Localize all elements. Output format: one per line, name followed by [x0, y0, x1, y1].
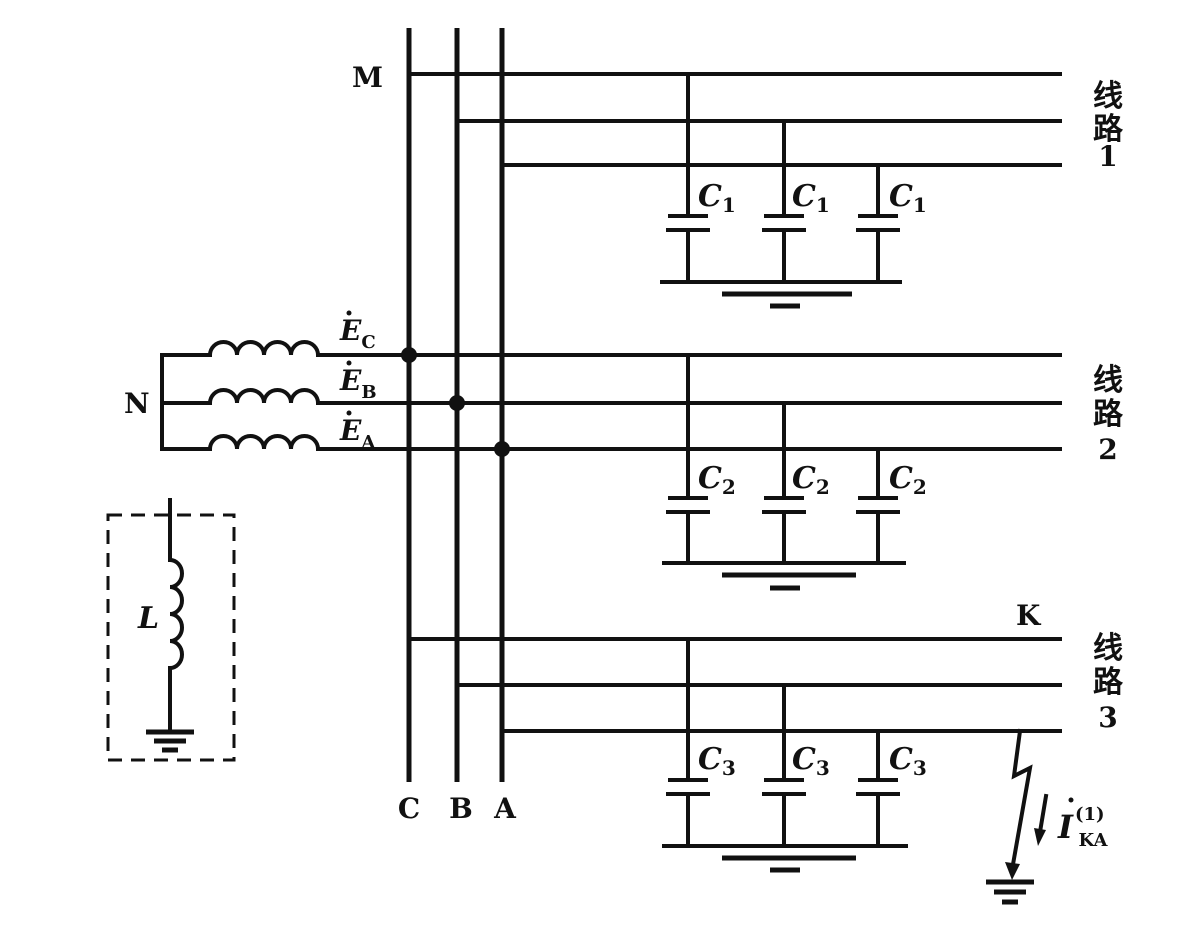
- line-1: C1 C1 C1 线 路 1: [407, 72, 1124, 309]
- line-3-name-char-2: 路: [1093, 665, 1124, 700]
- fault-current-label: I(1)KA: [1057, 804, 1108, 851]
- inductor-coil: [169, 558, 184, 670]
- emf-a-label: EA: [339, 414, 376, 453]
- emf-b-label: EB: [339, 364, 377, 403]
- bus-a-label: A: [493, 792, 517, 825]
- winding-c-coil: [208, 340, 320, 356]
- line-3: C3 C3 C3 线 路 3 I(1)KA: [407, 631, 1124, 905]
- emf-c-label: EC: [339, 314, 376, 353]
- fault-current-dot: [1068, 797, 1074, 803]
- capacitor-group-line-1: [660, 72, 902, 309]
- node-m-label: M: [352, 61, 383, 94]
- capacitor-group-line-3: [662, 637, 908, 873]
- line-1-name-char-1: 线: [1093, 79, 1123, 114]
- node-k-label: K: [1016, 599, 1042, 632]
- cap-label-line-1-c: C1: [889, 179, 927, 217]
- line-2-name-char-1: 线: [1093, 363, 1123, 398]
- inductor-label: L: [137, 601, 159, 636]
- line-1-number: 1: [1098, 140, 1117, 173]
- capacitor-group-line-2: [662, 353, 906, 591]
- fault-path: [986, 728, 1034, 905]
- line-1-name-char-2: 路: [1093, 112, 1124, 147]
- cap-label-line-3-b: C3: [792, 742, 830, 780]
- line-2-name-char-2: 路: [1093, 397, 1124, 432]
- cap-label-line-3-a: C3: [698, 742, 736, 780]
- cap-label-line-2-b: C2: [792, 461, 830, 499]
- line-3-name-char-1: 线: [1093, 631, 1123, 666]
- line-3-number: 3: [1098, 701, 1117, 734]
- generator-windings: [160, 340, 504, 451]
- line-2-number: 2: [1098, 433, 1117, 466]
- cap-label-line-1-a: C1: [698, 179, 736, 217]
- cap-label-line-2-a: C2: [698, 461, 736, 499]
- arc-suppression-coil-box: L: [106, 498, 236, 762]
- bus-c-label: C: [398, 792, 420, 825]
- winding-a-coil: [208, 434, 320, 450]
- junction-dots: [401, 347, 510, 457]
- fault-current-arrow: [1034, 793, 1049, 846]
- cap-label-line-1-b: C1: [792, 179, 830, 217]
- line-2: C2 C2 C2 线 路 2: [407, 353, 1124, 591]
- cap-label-line-2-c: C2: [889, 461, 927, 499]
- emf-b-dot: [346, 360, 352, 366]
- node-n-label: N: [124, 387, 150, 420]
- bus-b-label: B: [449, 792, 473, 825]
- winding-b-coil: [208, 388, 320, 404]
- emf-a-dot: [346, 410, 352, 416]
- cap-label-line-3-c: C3: [889, 742, 927, 780]
- emf-c-dot: [346, 310, 352, 316]
